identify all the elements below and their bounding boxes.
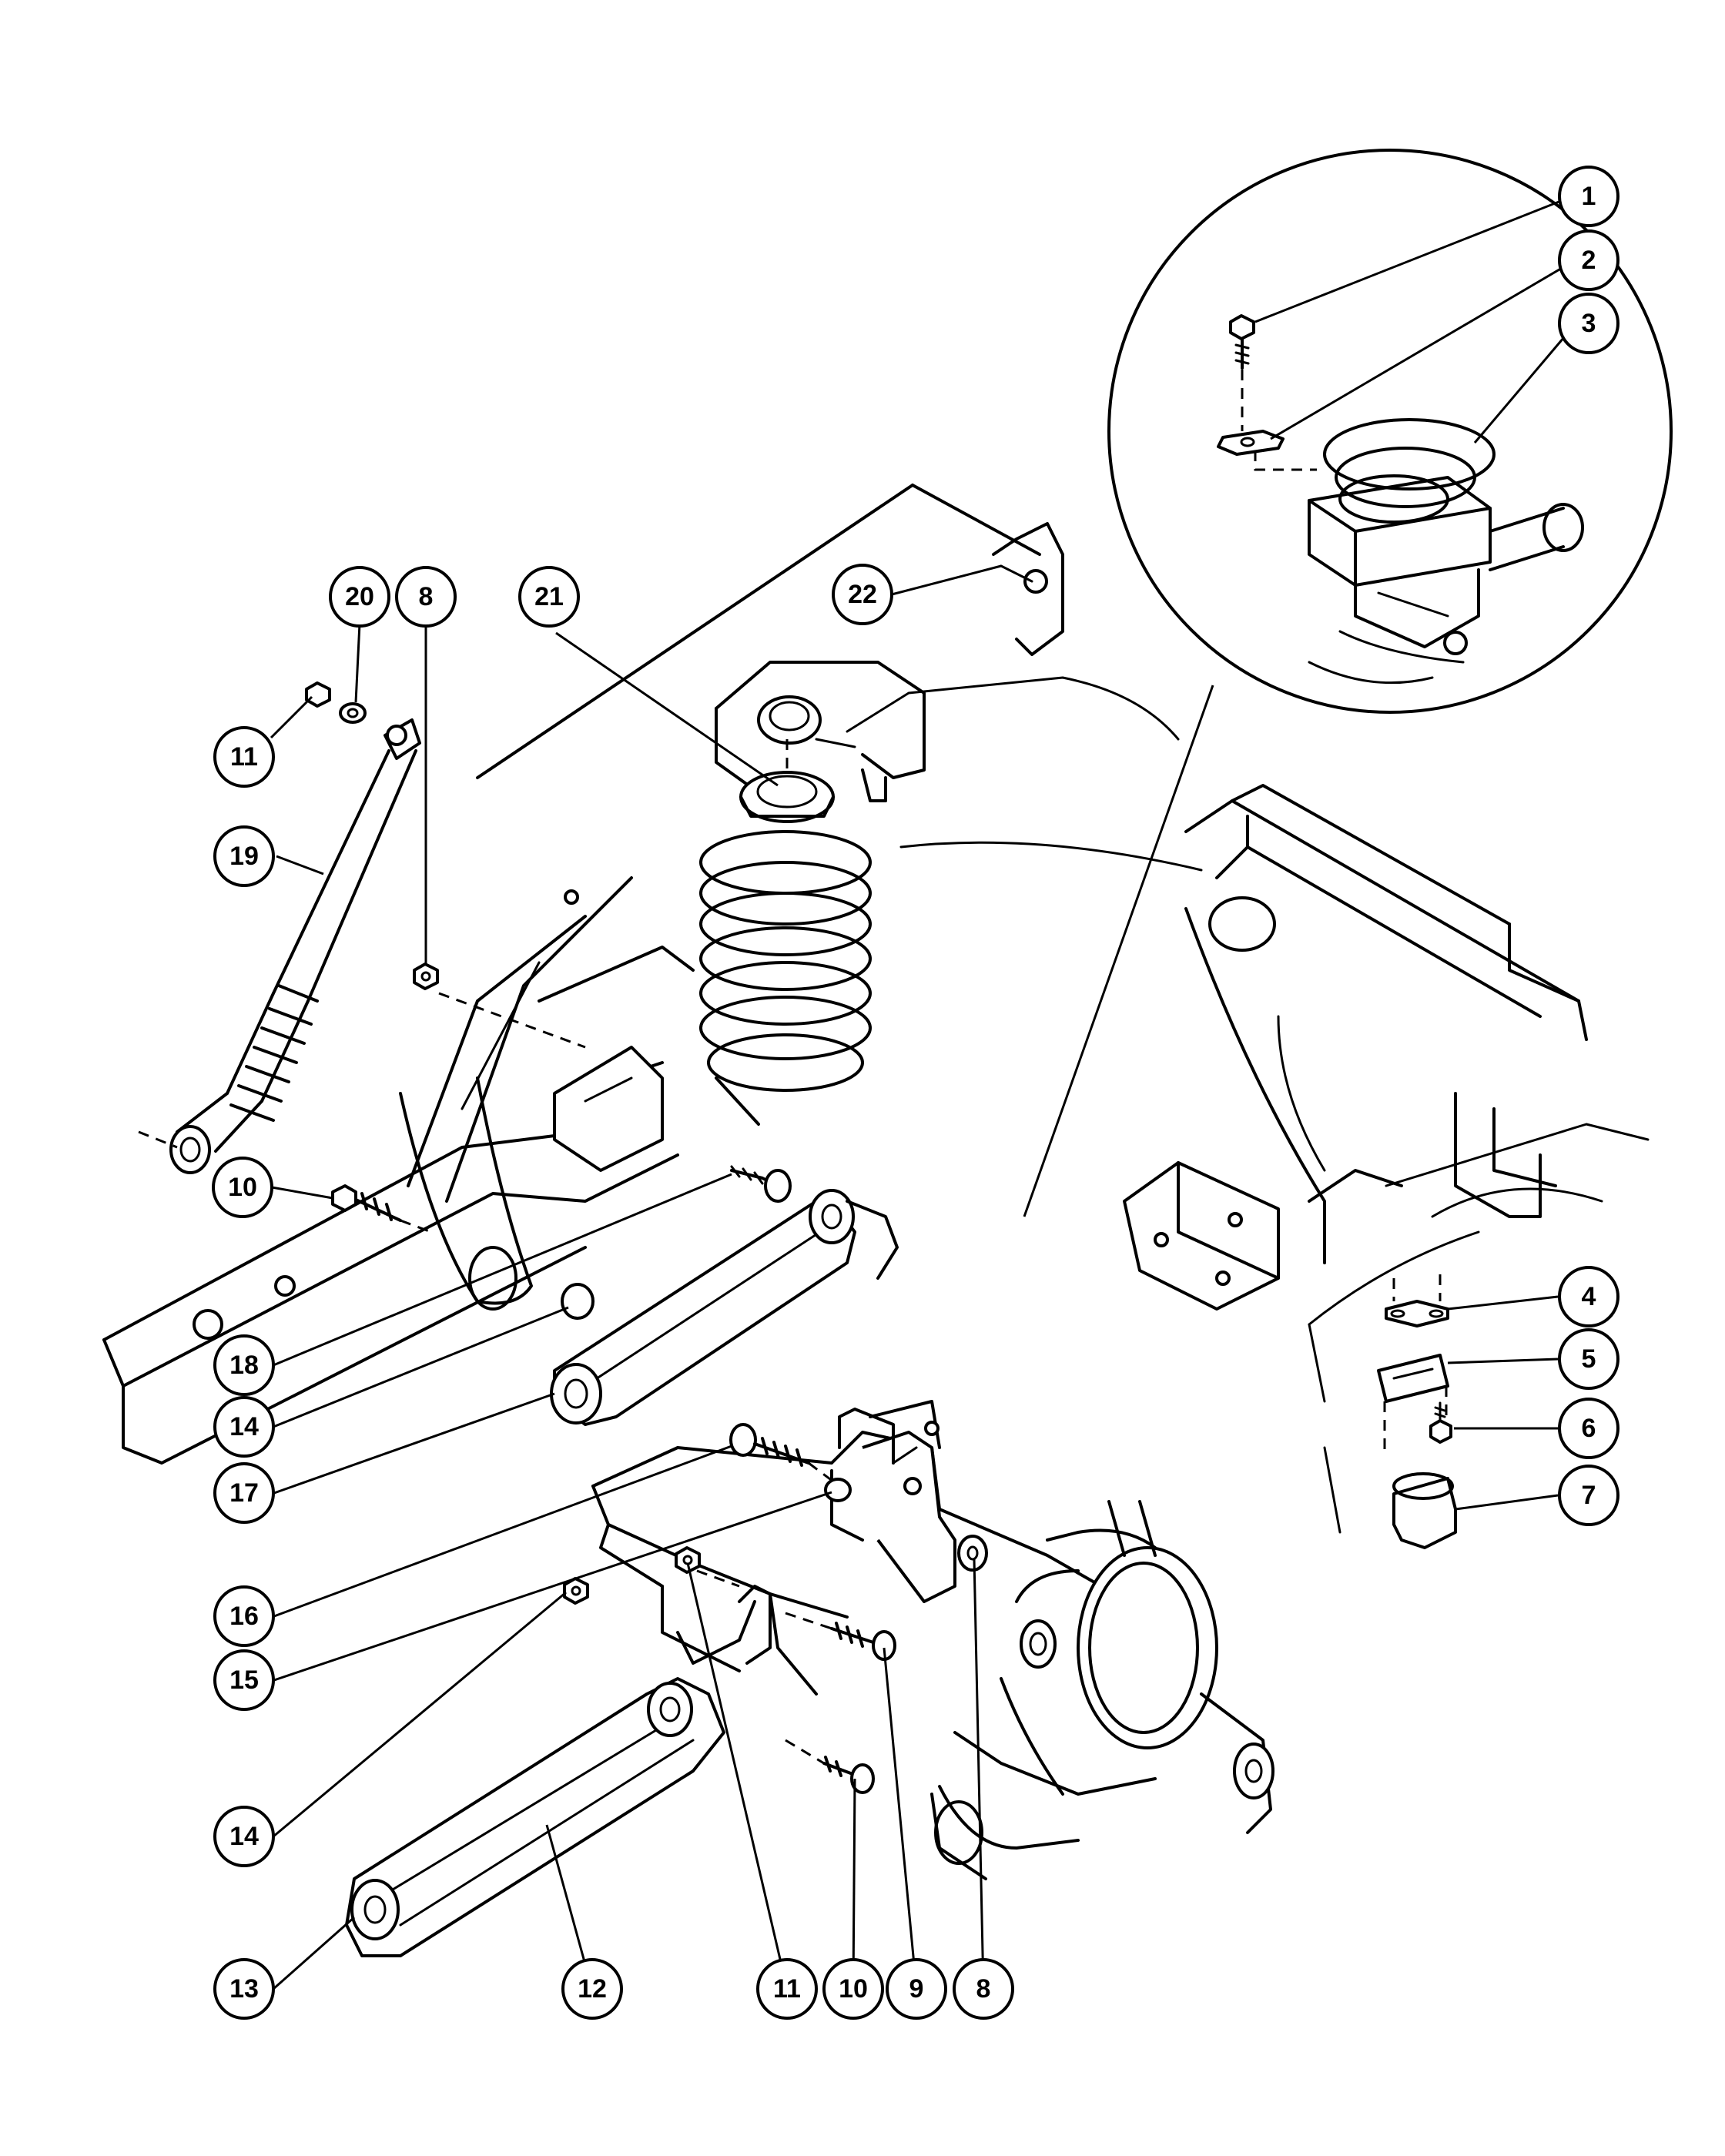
svg-text:9: 9 bbox=[909, 1974, 924, 2004]
svg-text:3: 3 bbox=[1582, 309, 1596, 338]
axle-housing bbox=[591, 1431, 1274, 1880]
callout-16: 16 bbox=[213, 1585, 275, 1647]
callout-11-upper: 11 bbox=[213, 726, 275, 788]
jounce-bumper-bolt bbox=[992, 522, 1064, 656]
svg-text:10: 10 bbox=[839, 1974, 868, 2004]
svg-text:17: 17 bbox=[229, 1478, 259, 1508]
callout-11-lower: 11 bbox=[756, 1958, 818, 2020]
lower-shock-bolt bbox=[331, 1184, 432, 1234]
callout-20: 20 bbox=[329, 566, 390, 628]
callout-18: 18 bbox=[213, 1334, 275, 1396]
callout-12: 12 bbox=[561, 1958, 623, 2020]
callout-8-lower: 8 bbox=[953, 1958, 1014, 2020]
axle-bolt-9 bbox=[785, 1612, 896, 1661]
detail-inset bbox=[1107, 149, 1673, 714]
svg-text:5: 5 bbox=[1582, 1344, 1596, 1374]
svg-text:8: 8 bbox=[419, 582, 434, 611]
track-bar-bolt bbox=[730, 1165, 792, 1203]
vehicle-frame bbox=[476, 484, 1650, 1534]
inset-spring-seat bbox=[1308, 418, 1584, 685]
callout-22: 22 bbox=[832, 564, 893, 625]
axle-upper-bracket bbox=[838, 1400, 941, 1465]
callout-10-upper: 10 bbox=[212, 1157, 273, 1218]
svg-text:13: 13 bbox=[229, 1974, 259, 2004]
svg-text:14: 14 bbox=[229, 1822, 259, 1851]
svg-text:16: 16 bbox=[229, 1602, 259, 1631]
svg-text:12: 12 bbox=[578, 1974, 607, 2004]
svg-text:15: 15 bbox=[229, 1666, 259, 1695]
svg-text:2: 2 bbox=[1582, 246, 1596, 275]
callout-7: 7 bbox=[1558, 1465, 1619, 1526]
callout-1: 1 bbox=[1558, 166, 1619, 227]
left-frame-rail bbox=[102, 876, 695, 1465]
svg-text:7: 7 bbox=[1582, 1481, 1596, 1510]
washer-18 bbox=[561, 1283, 595, 1320]
inset-clip bbox=[1217, 430, 1317, 471]
callout-17: 17 bbox=[213, 1462, 275, 1524]
lower-bolt-10 bbox=[785, 1739, 875, 1794]
leader-lines bbox=[270, 195, 1574, 1990]
callout-4: 4 bbox=[1558, 1266, 1619, 1327]
axle-nut-15 bbox=[824, 1478, 852, 1502]
svg-text:1: 1 bbox=[1582, 182, 1596, 211]
callout-6: 6 bbox=[1558, 1398, 1619, 1459]
callout-19: 19 bbox=[213, 825, 275, 887]
callout-21: 21 bbox=[518, 566, 580, 628]
svg-text:6: 6 bbox=[1582, 1414, 1596, 1443]
svg-text:18: 18 bbox=[229, 1351, 259, 1380]
callout-14-lower: 14 bbox=[213, 1806, 275, 1867]
callout-13: 13 bbox=[213, 1958, 275, 2020]
callout-15: 15 bbox=[213, 1649, 275, 1711]
svg-text:4: 4 bbox=[1582, 1282, 1596, 1311]
callout-2: 2 bbox=[1558, 229, 1619, 291]
shock-absorber bbox=[138, 681, 421, 1174]
lower-control-arm bbox=[345, 1677, 725, 1957]
callout-10-lower: 10 bbox=[822, 1958, 884, 2020]
spring-isolator bbox=[739, 739, 835, 823]
svg-text:10: 10 bbox=[228, 1173, 257, 1202]
axle-bolt-16 bbox=[729, 1423, 840, 1488]
callout-14-upper: 14 bbox=[213, 1396, 275, 1458]
bump-stop-parts bbox=[1377, 1274, 1457, 1549]
callout-9: 9 bbox=[886, 1958, 947, 2020]
svg-text:21: 21 bbox=[534, 582, 564, 611]
axle-nut-11 bbox=[675, 1546, 740, 1588]
svg-text:11: 11 bbox=[773, 1974, 801, 2004]
callout-3: 3 bbox=[1558, 293, 1619, 354]
callout-5: 5 bbox=[1558, 1328, 1619, 1390]
svg-text:22: 22 bbox=[848, 580, 877, 609]
axle-washer-8 bbox=[957, 1535, 988, 1572]
svg-text:8: 8 bbox=[976, 1974, 991, 2004]
svg-text:19: 19 bbox=[229, 842, 259, 871]
coil-spring bbox=[699, 830, 872, 1126]
upper-control-arm bbox=[550, 1189, 899, 1426]
svg-text:11: 11 bbox=[230, 742, 258, 772]
inset-bolt bbox=[1229, 314, 1255, 431]
svg-text:20: 20 bbox=[345, 582, 374, 611]
callout-8-upper: 8 bbox=[395, 566, 457, 628]
svg-text:14: 14 bbox=[229, 1412, 259, 1441]
